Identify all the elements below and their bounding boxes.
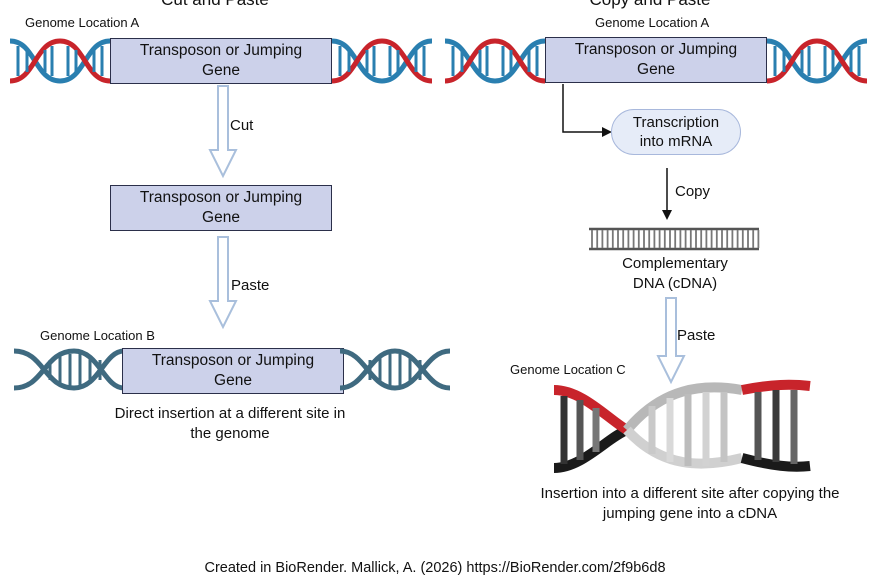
cut-label: Cut (230, 117, 254, 134)
dna-helix-left-a (9, 38, 111, 84)
dna-helix-right-b (339, 348, 451, 391)
paste-label-left: Paste (231, 277, 270, 294)
cut-and-paste-title: Cut and Paste (150, 0, 280, 10)
genome-location-a-label-right: Genome Location A (595, 15, 710, 30)
genome-location-c-label: Genome Location C (510, 362, 626, 377)
copy-label: Copy (675, 183, 711, 200)
copy-and-paste-title: Copy and Paste (580, 0, 720, 10)
genome-location-b-label: Genome Location B (40, 328, 155, 343)
genome-location-a-label: Genome Location A (25, 15, 140, 30)
dna-helix-left-a-right (444, 38, 546, 84)
biorender-credit: Created in BioRender. Mallick, A. (2026)… (204, 560, 666, 576)
dna-helix-right-a-right (766, 38, 868, 84)
transcription-arrow (562, 84, 612, 137)
dna-helix-location-c (553, 379, 811, 473)
paste-arrow-left (208, 236, 238, 330)
cut-arrow (208, 85, 238, 179)
dna-helix-right-a (331, 38, 433, 84)
dna-helix-left-b (13, 348, 125, 391)
paste-label-right: Paste (677, 327, 716, 344)
cdna-ladder (589, 227, 760, 251)
right-caption: Insertion into a different site after co… (540, 485, 840, 522)
paste-arrow-right (656, 297, 686, 385)
copy-arrow (662, 168, 672, 220)
